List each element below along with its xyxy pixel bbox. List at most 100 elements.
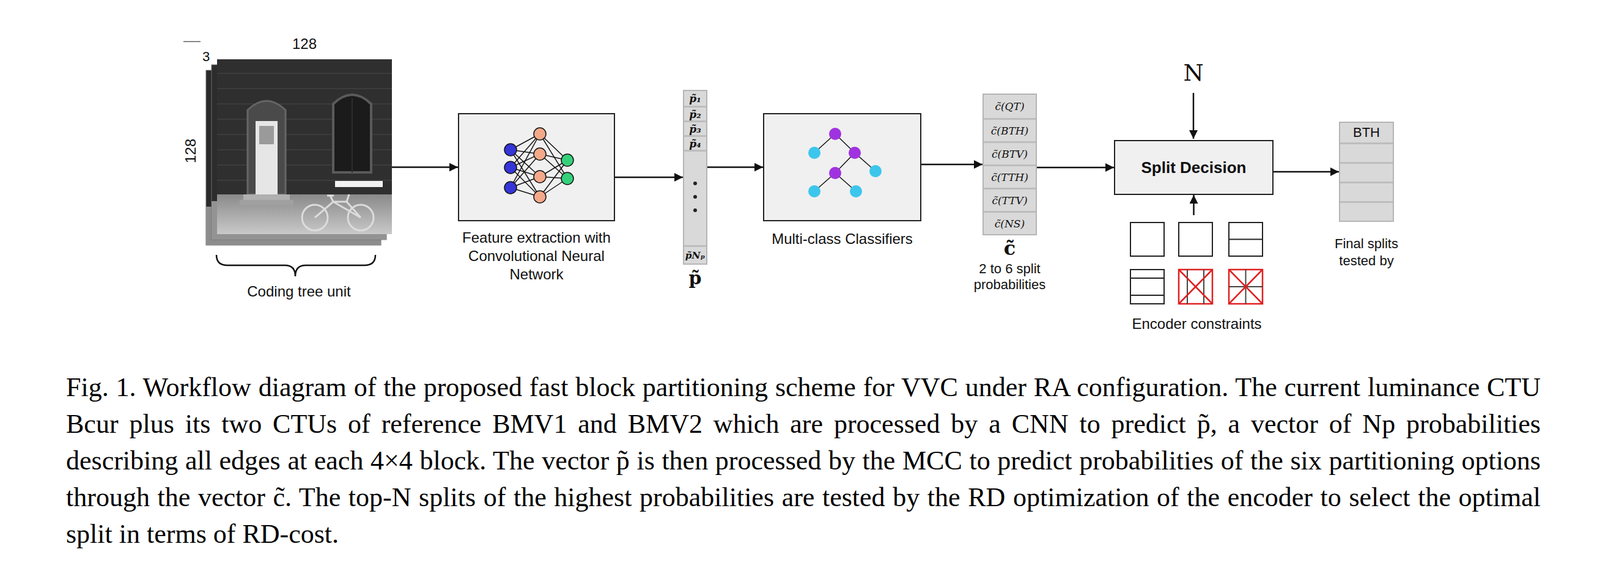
node-caption: Final splits tested by — [1317, 235, 1416, 270]
node-caption: 2 to 6 split probabilities — [958, 261, 1062, 293]
vector-cell: p̃₄ — [684, 135, 707, 150]
vector-cell: c̃(NS) — [983, 210, 1036, 235]
partition-icons-part — [1178, 269, 1213, 304]
neural-network-icon-part — [561, 172, 574, 185]
process-box: Multi-class Classifiers — [763, 113, 922, 249]
vector-entry: p̃₃ — [689, 122, 701, 136]
decision-tree-icon-part — [814, 133, 876, 192]
flow-arrow — [707, 166, 764, 169]
neural-network-icon-part — [533, 147, 546, 161]
neural-network-icon-part — [533, 170, 546, 183]
vector-column: BTHFinal splits tested by — [1338, 121, 1394, 270]
ctu-image-part-part — [217, 103, 392, 105]
vector-cell: c̃(BTH) — [983, 117, 1036, 142]
neural-network-icon-part — [510, 133, 540, 188]
node-caption: Encoder constraints — [1105, 314, 1289, 334]
decision-tree-icon-part — [869, 165, 882, 178]
vector-entry: p̃₂ — [689, 108, 701, 121]
node-caption: Coding tree unit — [201, 282, 397, 301]
node-caption: Multi-class Classifiers — [738, 229, 947, 249]
partition-icons-part — [1228, 269, 1263, 304]
neural-network-icon-part — [510, 149, 540, 177]
ctu-image-part — [259, 125, 274, 145]
partition-icons-part — [1228, 269, 1263, 304]
ctu-image-part — [335, 180, 383, 188]
vector-entry: BTH — [1352, 124, 1380, 141]
decision-tree-icon-part — [829, 127, 842, 141]
vector-entry: p̃₁ — [689, 92, 701, 105]
node-frame — [1124, 215, 1269, 307]
dimension-label: 3 — [196, 48, 216, 65]
decision-tree-icon-part — [829, 166, 842, 180]
decision-tree-icon-part-part — [854, 152, 876, 172]
neural-network-icon-part — [504, 181, 517, 194]
box-label: Split Decision — [1141, 158, 1247, 178]
ctu-image-part-part — [217, 118, 392, 120]
process-box: Feature extraction with Convolutional Ne… — [457, 113, 616, 284]
node-caption: p̃ — [670, 267, 720, 290]
ctu-image-part — [211, 201, 387, 240]
ellipsis-dots — [693, 181, 697, 213]
decision-tree-icon-part — [808, 146, 821, 159]
vector-entry: p̃₄ — [689, 137, 701, 150]
ctu-image-part — [206, 206, 381, 246]
partition-icons-part — [1178, 222, 1213, 257]
flow-arrow — [921, 163, 983, 166]
neural-network-icon-part — [510, 167, 540, 197]
node-frame: BTH — [1338, 121, 1394, 222]
image-node: Coding tree unit — [206, 59, 392, 301]
neural-network-icon-part — [539, 133, 568, 161]
node-frame — [206, 59, 392, 244]
neural-network-icon-part — [510, 149, 540, 155]
node-caption: c̃ — [985, 236, 1035, 260]
ctu-image-part — [206, 70, 381, 246]
vector-cell: p̃₂ — [684, 105, 707, 121]
flow-arrow — [1192, 195, 1195, 216]
node-frame: p̃₁p̃₂p̃₃p̃₄p̃Nₚ — [682, 89, 708, 265]
vector-entry: c̃(TTV) — [991, 194, 1028, 207]
neural-network-icon-part — [510, 133, 540, 168]
neural-network-icon-part — [504, 143, 517, 156]
vector-entry: c̃(NS) — [994, 217, 1025, 230]
flow-arrow — [1273, 171, 1339, 174]
neural-network-icon-part — [561, 154, 574, 167]
ctu-image-part — [255, 121, 278, 195]
partition-icons-part — [1228, 286, 1263, 288]
neural-network-icon-part — [510, 167, 540, 177]
vector-cell: p̃₁ — [684, 91, 707, 106]
neural-network-icon-part — [533, 127, 546, 141]
neural-network-icon-part — [510, 133, 540, 150]
neural-network-icon-part — [539, 154, 568, 161]
decision-tree-icon-part-part — [814, 173, 836, 192]
vector-cell — [1340, 181, 1393, 202]
decision-tree-icon-part-part — [814, 133, 836, 153]
ctu-image-part — [351, 97, 353, 173]
neural-network-icon-part — [510, 187, 540, 197]
ctu-image-part — [217, 194, 392, 235]
flow-arrow — [615, 176, 683, 179]
neural-network-icon-part — [539, 133, 568, 179]
vector-cell: BTH — [1340, 122, 1393, 143]
neural-network-icon — [504, 127, 574, 203]
ctu-image-part — [217, 73, 392, 181]
neural-network-icon-part — [510, 154, 540, 168]
ctu-image-part — [302, 194, 374, 231]
neural-network-icon-part — [510, 176, 540, 188]
ctu-image-part-part — [217, 88, 392, 90]
flow-arrow — [1036, 166, 1114, 169]
neural-network-icon-part — [533, 190, 546, 203]
figure-caption: Fig. 1. Workflow diagram of the proposed… — [66, 369, 1541, 553]
partition-icons-part — [1228, 239, 1263, 241]
vector-entry: c̃(BTV) — [991, 147, 1028, 161]
ellipsis-dots-part — [693, 195, 697, 199]
ellipsis-dots-part — [693, 208, 697, 213]
neural-network-icon-part — [539, 178, 568, 197]
ctu-image-part-part — [217, 164, 392, 166]
vector-cell: c̃(BTV) — [983, 141, 1036, 165]
ctu-image — [183, 41, 392, 277]
ctu-image-part — [247, 100, 286, 195]
neural-network-icon-part — [539, 160, 568, 177]
